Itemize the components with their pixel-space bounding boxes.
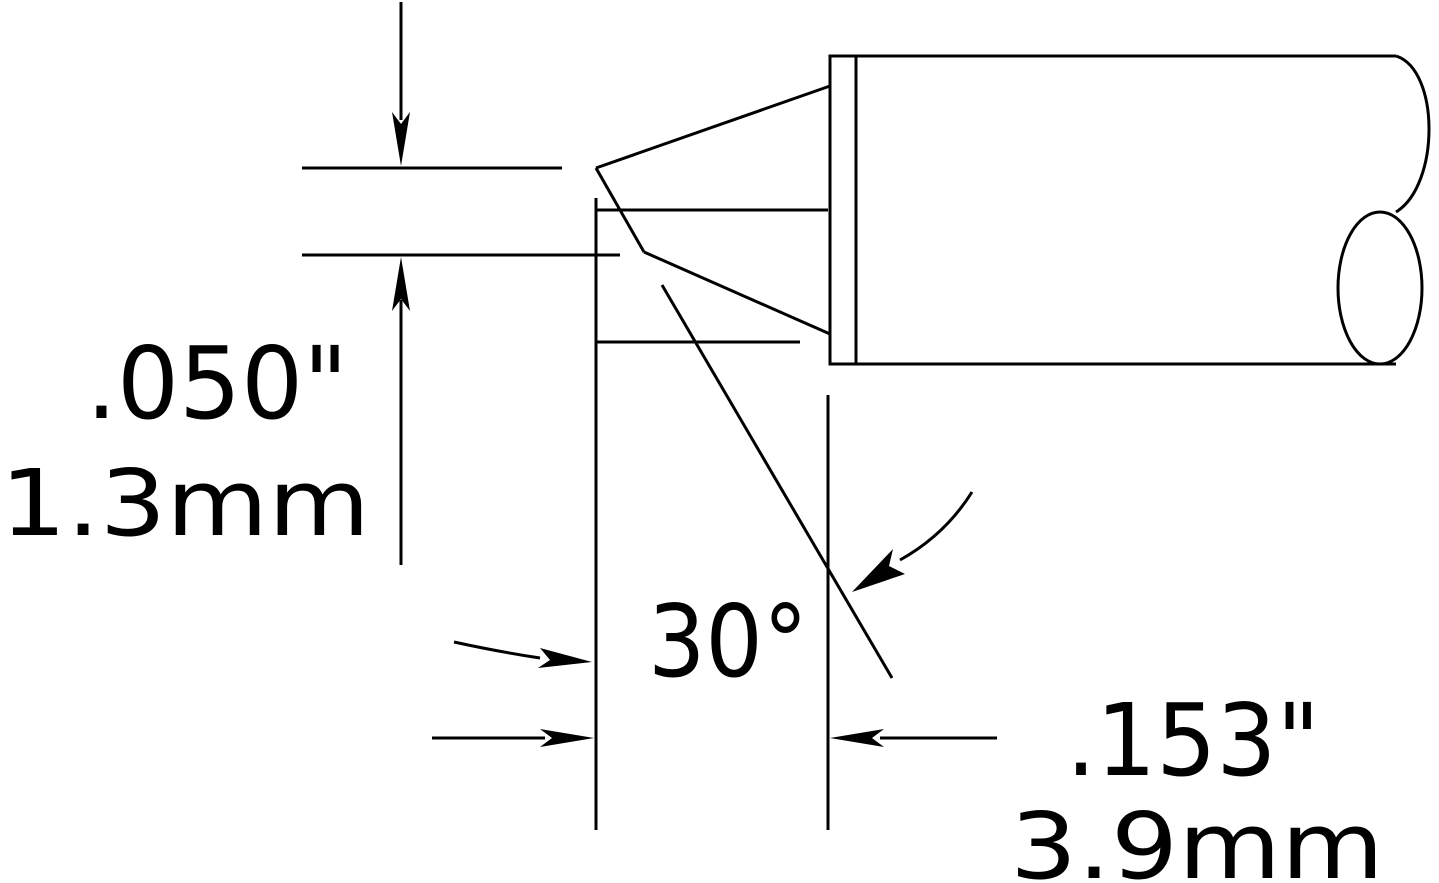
- angle-arrow-right-stem: [899, 491, 974, 562]
- shaft-break-ellipse: [1336, 210, 1424, 366]
- width-mm-label: 3.9mm: [1010, 793, 1384, 883]
- angle-arrow-left-head: [538, 648, 592, 668]
- thickness-dimension: .050" 1.3mm: [0, 2, 620, 565]
- shaft-break-curve: [1395, 54, 1431, 214]
- cone-upper-edge: [595, 84, 831, 170]
- thickness-arrow-top-head: [392, 112, 410, 166]
- width-dimension: .153" 3.9mm: [432, 198, 1384, 883]
- angle-label: 30°: [648, 583, 808, 700]
- width-inch-label: .153": [1066, 682, 1320, 799]
- cone-lower-edge: [643, 250, 831, 336]
- thickness-arrow-bottom-head: [392, 257, 410, 311]
- thickness-mm-label: 1.3mm: [0, 450, 370, 557]
- angle-arrow-left-stem: [453, 640, 541, 660]
- thickness-inch-label: .050": [86, 325, 348, 442]
- tip-collar: [828, 54, 858, 366]
- angle-dimension: 30°: [453, 284, 974, 700]
- width-arrow-right-head: [830, 729, 884, 747]
- angle-arrow-right-head: [852, 549, 905, 592]
- angle-reference-line: [660, 284, 894, 679]
- tip-shaft: [828, 54, 1431, 366]
- width-arrow-left-head: [540, 729, 594, 747]
